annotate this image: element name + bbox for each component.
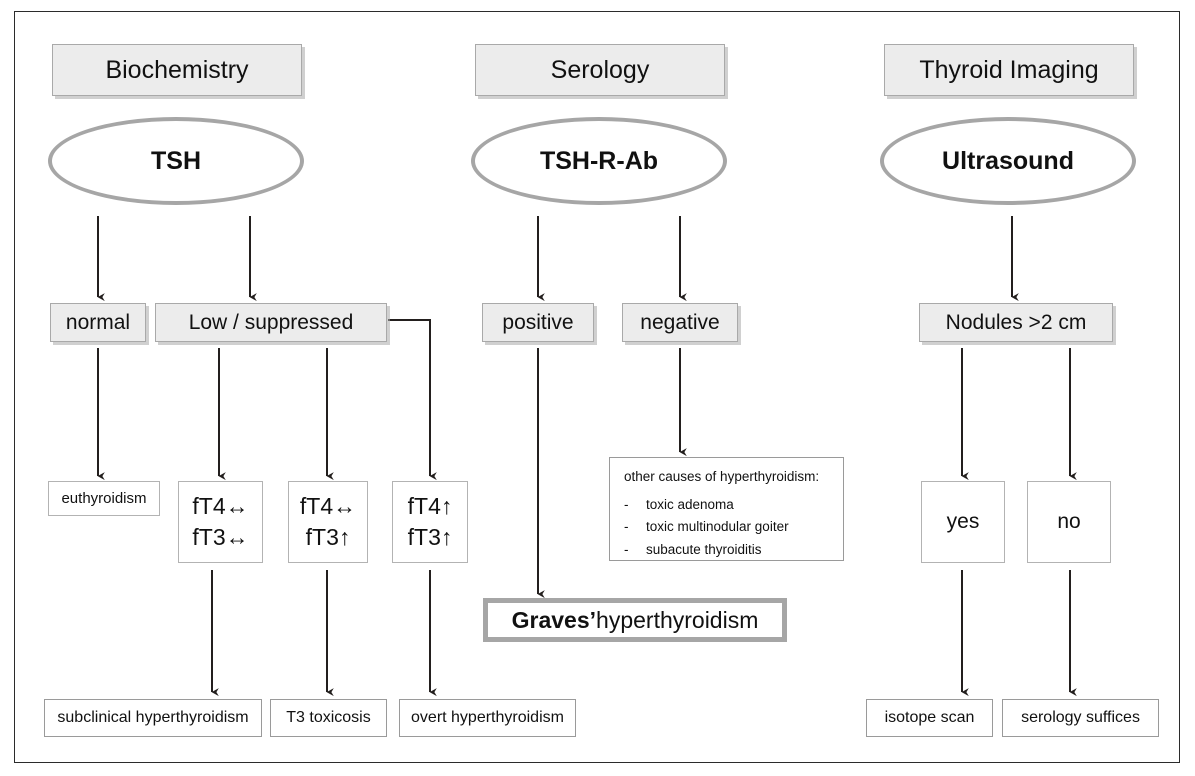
outcome-t3-toxicosis-label: T3 toxicosis <box>286 709 371 726</box>
list-item: - subacute thyroiditis <box>624 540 829 560</box>
diagnosis-graves-rest: hyperthyroidism <box>596 606 759 633</box>
chip-ab-positive: positive <box>482 303 594 342</box>
diagnosis-graves-strong: Graves’ <box>511 606 597 633</box>
ellipse-tsh-label: TSH <box>151 146 201 175</box>
outcome-subclinical-hyperthyroidism-label: subclinical hyperthyroidism <box>57 709 249 726</box>
box-nodules-no: no <box>1027 481 1111 563</box>
outcome-overt-hyperthyroidism: overt hyperthyroidism <box>399 699 576 737</box>
box-nodules-yes-label: yes <box>946 510 980 533</box>
outcome-t3-toxicosis: T3 toxicosis <box>270 699 387 737</box>
ft4-value: fT4↔ <box>299 492 357 519</box>
chip-ab-negative: negative <box>622 303 738 342</box>
outcome-serology-suffices-label: serology suffices <box>1021 709 1140 726</box>
ft3-value: fT3↔ <box>192 524 249 550</box>
box-nodules-no-label: no <box>1057 510 1081 533</box>
box-euthyroidism-label: euthyroidism <box>61 490 147 507</box>
list-item-label: subacute thyroiditis <box>646 541 762 557</box>
list-item: - toxic adenoma <box>624 495 829 515</box>
list-item-label: toxic adenoma <box>646 497 734 512</box>
list-item-label: toxic multinodular goiter <box>646 519 789 535</box>
chip-nodules-criterion: Nodules >2 cm <box>919 303 1113 342</box>
box-ft4-high-ft3-high: fT4↑ fT3↑ <box>392 481 468 563</box>
chip-tsh-normal: normal <box>50 303 146 342</box>
list-dash: - <box>624 497 629 512</box>
ft3-value: fT3↑ <box>407 524 453 550</box>
header-biochemistry-label: Biochemistry <box>105 55 249 84</box>
chip-nodules-criterion-label: Nodules >2 cm <box>945 310 1087 334</box>
outcome-serology-suffices: serology suffices <box>1002 699 1159 737</box>
diagnosis-graves-hyperthyroidism: Graves’ hyperthyroidism <box>483 598 787 642</box>
outcome-isotope-scan: isotope scan <box>866 699 993 737</box>
note-other-causes: other causes of hyperthyroidism: - toxic… <box>609 457 844 561</box>
outcome-isotope-scan-label: isotope scan <box>884 709 975 726</box>
header-serology-label: Serology <box>550 55 650 84</box>
header-thyroid-imaging: Thyroid Imaging <box>884 44 1134 96</box>
header-biochemistry: Biochemistry <box>52 44 302 96</box>
chip-ab-negative-label: negative <box>640 310 720 334</box>
note-other-causes-title: other causes of hyperthyroidism: <box>624 469 820 484</box>
ellipse-tsh-r-ab-label: TSH-R-Ab <box>539 146 659 175</box>
ellipse-ultrasound-label: Ultrasound <box>942 146 1074 175</box>
ellipse-ultrasound: Ultrasound <box>880 117 1136 205</box>
header-thyroid-imaging-label: Thyroid Imaging <box>919 55 1099 84</box>
box-nodules-yes: yes <box>921 481 1005 563</box>
list-item: - toxic multinodular goiter <box>624 517 829 537</box>
ellipse-tsh: TSH <box>48 117 304 205</box>
ft4-value: fT4↔ <box>192 492 249 519</box>
ft3-value: fT3↑ <box>305 524 351 550</box>
box-ft4-normal-ft3-high: fT4↔ fT3↑ <box>288 481 368 563</box>
box-euthyroidism: euthyroidism <box>48 481 160 516</box>
outcome-subclinical-hyperthyroidism: subclinical hyperthyroidism <box>44 699 262 737</box>
box-ft4-normal-ft3-normal: fT4↔ fT3↔ <box>178 481 263 563</box>
ft4-value: fT4↑ <box>407 492 453 519</box>
chip-tsh-low-suppressed-label: Low / suppressed <box>188 310 354 334</box>
chip-tsh-normal-label: normal <box>65 310 131 334</box>
list-dash: - <box>624 519 629 535</box>
list-dash: - <box>624 541 629 557</box>
note-other-causes-list: - toxic adenoma - toxic multinodular goi… <box>624 495 829 560</box>
ellipse-tsh-r-ab: TSH-R-Ab <box>471 117 727 205</box>
header-serology: Serology <box>475 44 725 96</box>
chip-tsh-low-suppressed: Low / suppressed <box>155 303 387 342</box>
chip-ab-positive-label: positive <box>502 310 574 334</box>
outcome-overt-hyperthyroidism-label: overt hyperthyroidism <box>411 709 564 726</box>
